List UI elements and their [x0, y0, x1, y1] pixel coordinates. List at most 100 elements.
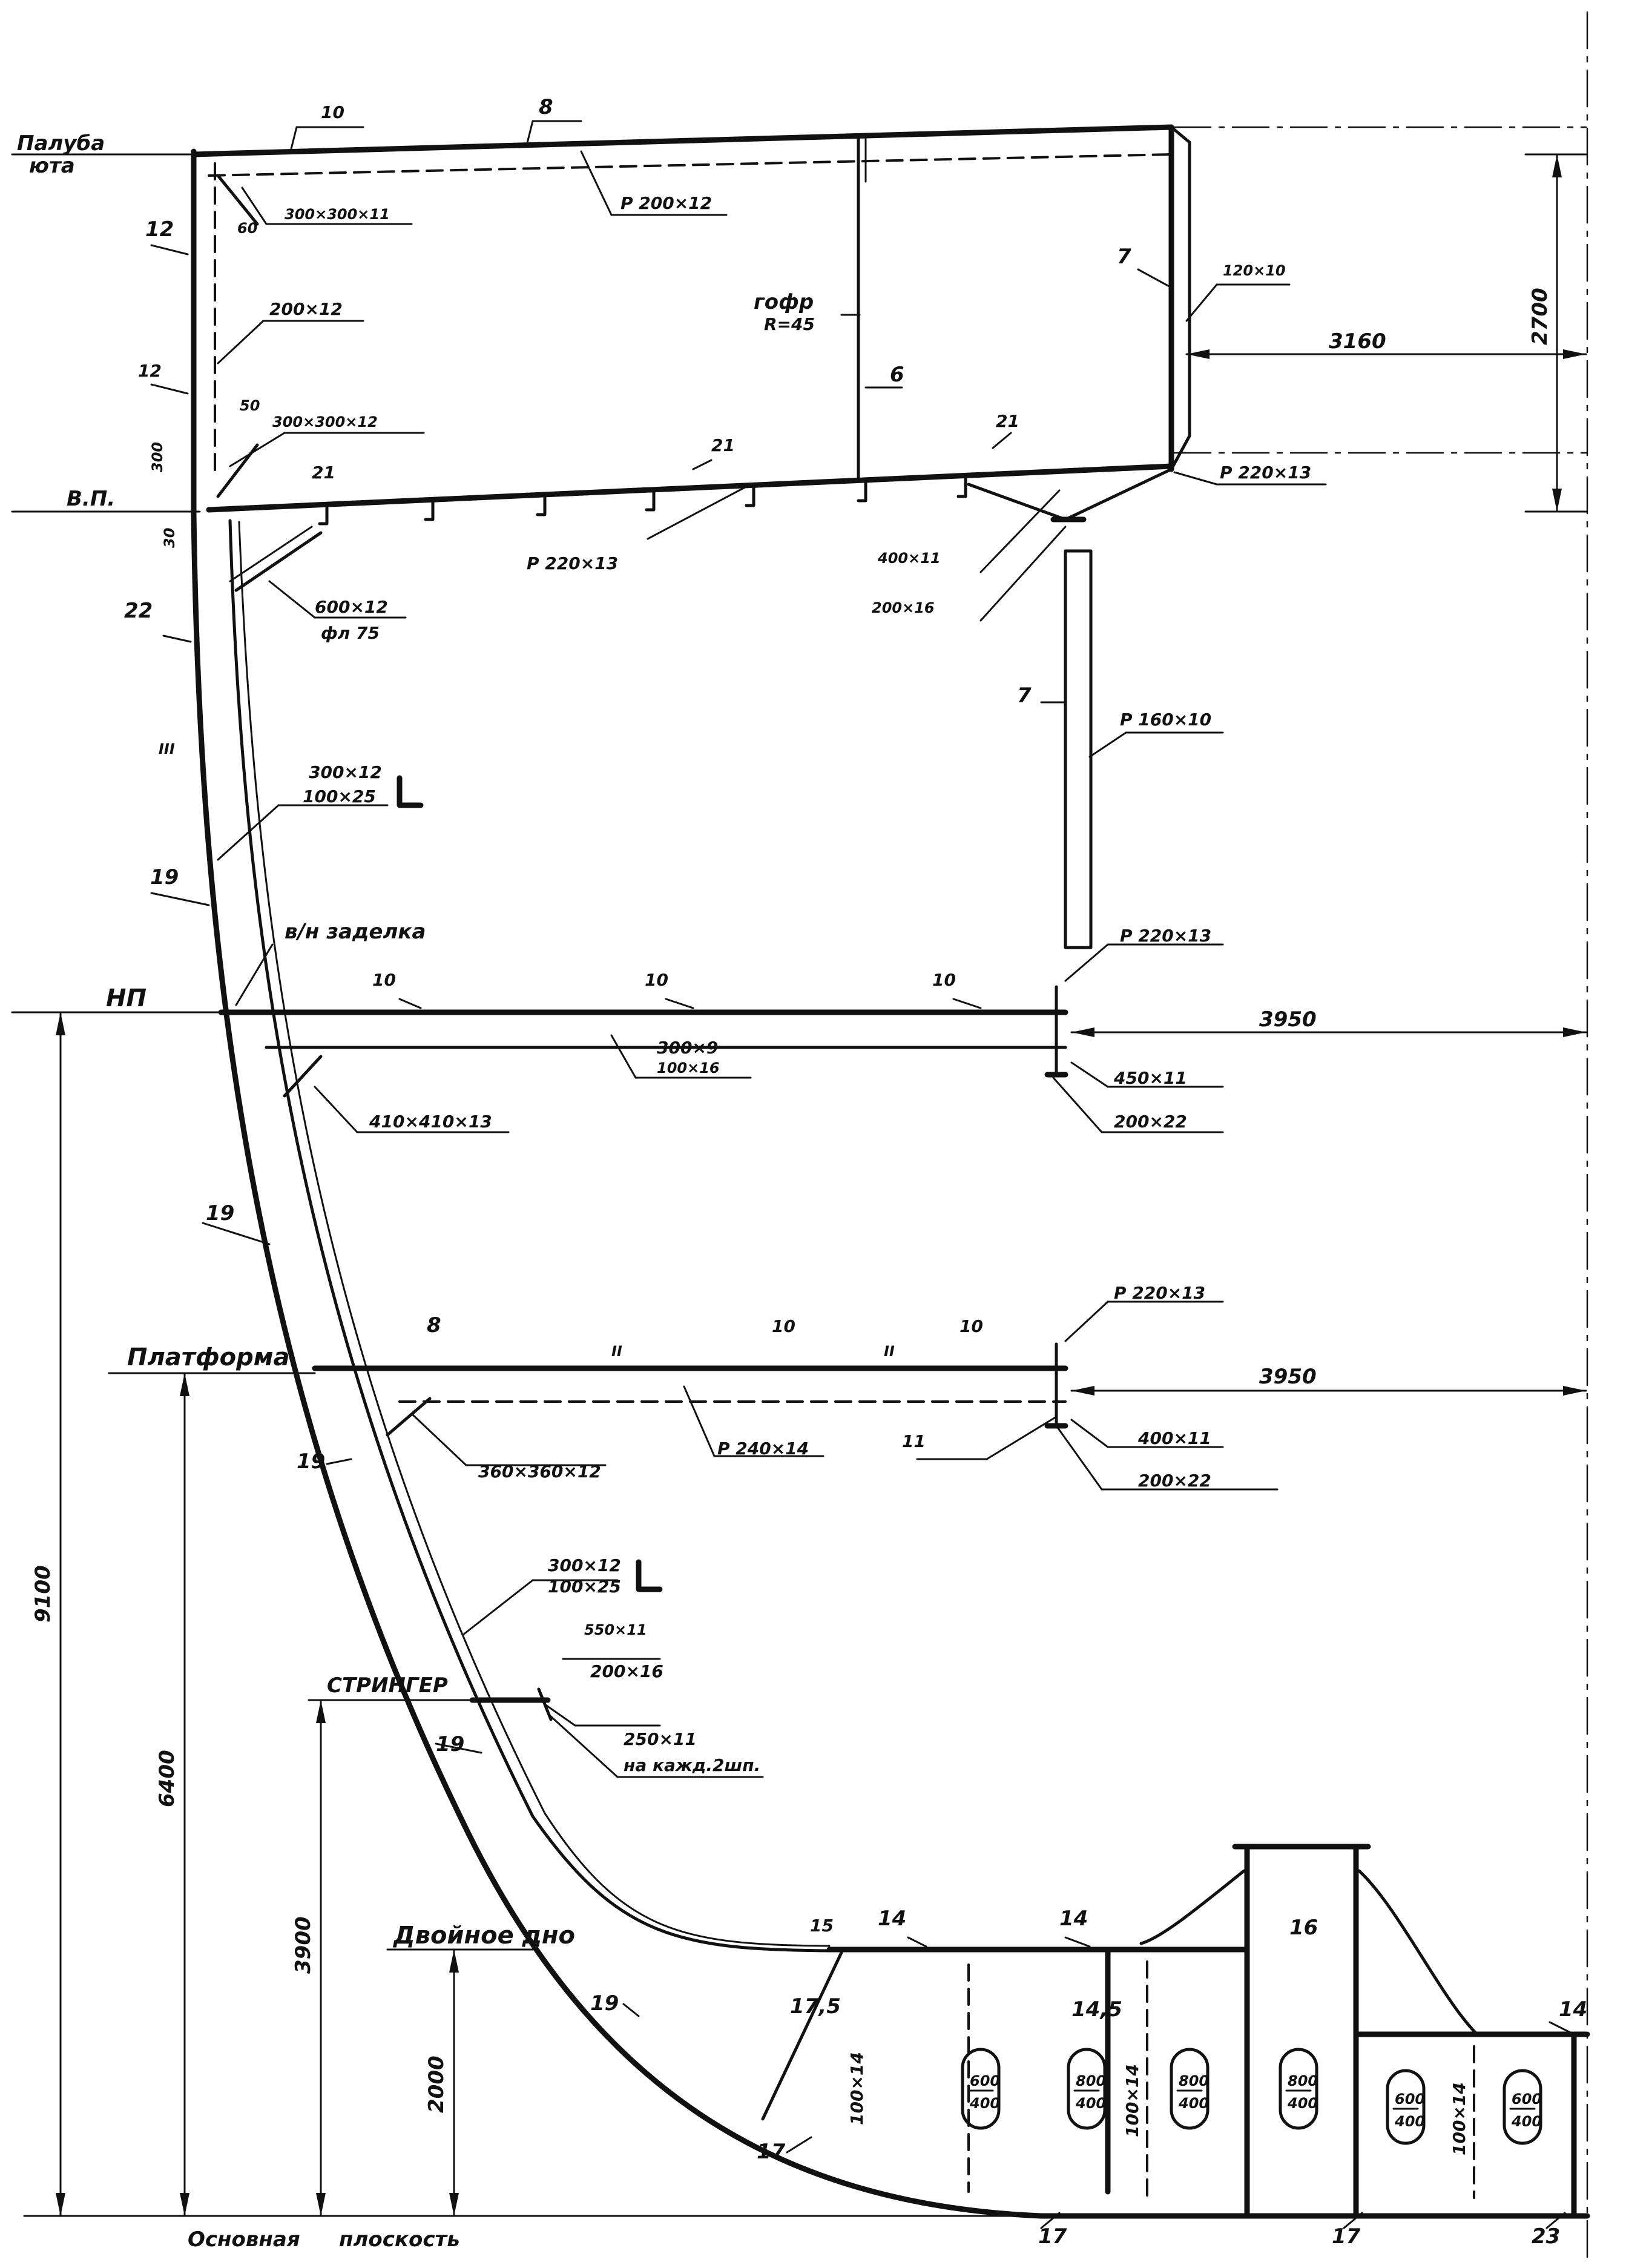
poop-deck-beam — [208, 153, 1173, 177]
label-200x16-top: 200×16 — [872, 599, 935, 616]
label-frame-web-top-1: 300×12 — [309, 762, 382, 782]
dim-300: 300 — [149, 442, 166, 472]
label-100x14-b: 100×14 — [1122, 2064, 1142, 2137]
label-21c: 21 — [996, 411, 1019, 431]
label-21a: 21 — [312, 463, 335, 483]
opening-1-num: 800 — [1076, 2072, 1106, 2089]
label-300x9: 300×9 — [657, 1038, 718, 1058]
label-450x11: 450×11 — [1113, 1068, 1187, 1088]
tee-section-symbol-top — [397, 775, 424, 808]
bracket-17-5 — [761, 1951, 843, 2121]
dim-50: 50 — [240, 397, 260, 414]
opening-3-den: 400 — [1287, 2095, 1318, 2112]
label-10-pl-b: 10 — [959, 1316, 983, 1336]
label-10-np-a: 10 — [372, 970, 396, 990]
opening-5 — [1503, 2069, 1542, 2145]
bracket-360x360 — [386, 1397, 432, 1437]
label-8-top: 8 — [539, 95, 553, 119]
label-10-np-c: 10 — [932, 970, 956, 990]
label-zadelka: в/н заделка — [285, 920, 426, 944]
label-10-top: 10 — [321, 102, 344, 122]
label-bracket-300x300x12: 300×300×12 — [272, 414, 378, 430]
dim-60: 60 — [237, 220, 257, 237]
level-poop-deck-line1: Палуба — [17, 131, 105, 156]
label-fb-240x14: Р 240×14 — [717, 1439, 809, 1459]
opening-3 — [1279, 2048, 1318, 2130]
dim-30: 30 — [161, 528, 178, 548]
bracket-410x410 — [283, 1055, 323, 1098]
dim-6400: 6400 — [155, 1750, 179, 1807]
opening-5-den: 400 — [1511, 2113, 1542, 2130]
leader-lines — [150, 120, 1575, 2229]
bracket-600x12 — [234, 531, 323, 592]
label-360x360x12: 360×360×12 — [478, 1462, 601, 1482]
dimension-3950-np — [1070, 1027, 1587, 1037]
label-200x12: 200×12 — [269, 299, 343, 319]
opening-2-den: 400 — [1178, 2095, 1209, 2112]
deck-longitudinals — [318, 476, 967, 526]
level-lower-deck: НП — [106, 984, 146, 1012]
label-16: 16 — [1289, 1916, 1318, 1940]
mid-bulkhead-stiffener — [1064, 549, 1093, 949]
level-base-line2: плоскость — [339, 2227, 460, 2252]
label-gofr-line1: гофр — [754, 290, 814, 314]
label-17a: 17 — [757, 2140, 786, 2164]
label-12a: 12 — [145, 217, 174, 242]
label-19a: 19 — [150, 865, 179, 889]
label-frame-web-low-1: 300×12 — [548, 1555, 621, 1575]
lower-deck-np — [218, 985, 1068, 1098]
label-bracket-300x300x11: 300×300×11 — [285, 206, 390, 223]
label-10-np-b: 10 — [645, 970, 668, 990]
label-11: 11 — [902, 1431, 926, 1451]
frame-flange — [238, 521, 831, 1947]
label-7-mid: 7 — [1017, 684, 1032, 708]
dimension-9100 — [56, 1011, 65, 2217]
poop-bottom-deck — [206, 463, 1174, 513]
label-19d: 19 — [436, 1732, 464, 1756]
label-14c: 14 — [1559, 1997, 1587, 2022]
label-14a: 14 — [878, 1907, 906, 1931]
label-14-5: 14,5 — [1071, 1997, 1122, 2022]
label-fb-220x13-np: Р 220×13 — [1120, 926, 1211, 946]
label-400x11-pl: 400×11 — [1137, 1428, 1211, 1448]
level-double-bottom: Двойное дно — [392, 1922, 575, 1950]
label-10-pl-a: 10 — [772, 1316, 795, 1336]
dim-9100: 9100 — [31, 1565, 55, 1623]
label-100x16: 100×16 — [657, 1060, 720, 1076]
opening-1-den: 400 — [1075, 2095, 1106, 2112]
dim-2700: 2700 — [1528, 288, 1552, 345]
platform-deck — [312, 1342, 1068, 1437]
opening-5-num: 600 — [1512, 2091, 1542, 2108]
dimension-2000 — [449, 1948, 459, 2217]
label-17c: 17 — [1332, 2224, 1361, 2249]
label-600x12: 600×12 — [315, 597, 388, 617]
label-gofr-line2: R=45 — [764, 314, 815, 334]
dimension-2700 — [1524, 153, 1587, 513]
label-na-kazhd: на кажд.2шп. — [624, 1755, 760, 1775]
label-100x14-c: 100×14 — [1449, 2082, 1469, 2155]
opening-3-num: 800 — [1288, 2072, 1318, 2089]
opening-labels: 600 400 800 400 800 400 800 400 600 400 … — [967, 2072, 1542, 2130]
opening-0 — [961, 2048, 1001, 2130]
girder-under-poop — [967, 467, 1173, 521]
label-fa75: фл 75 — [321, 623, 380, 643]
label-19c: 19 — [297, 1449, 325, 1474]
label-12b: 12 — [138, 361, 162, 381]
label-fb-220x13-right: Р 220×13 — [1220, 463, 1311, 483]
level-stringer: СТРИНГЕР — [327, 1673, 448, 1698]
hull-shell-outer — [191, 510, 1044, 2219]
label-23: 23 — [1532, 2224, 1560, 2249]
opening-0-den: 400 — [969, 2095, 1000, 2112]
label-17b: 17 — [1038, 2224, 1067, 2249]
bulkhead-bracket-left — [1139, 1869, 1246, 1945]
label-fb-220x13-mid: Р 220×13 — [527, 553, 618, 573]
roman-mark-3: III — [159, 740, 175, 757]
label-frame-web-low-2: 100×25 — [548, 1577, 621, 1597]
hull-frame-inner — [228, 519, 831, 1953]
roman-mark-2: II — [884, 1343, 895, 1360]
label-frame-web-top-2: 100×25 — [303, 786, 376, 806]
label-8-pl: 8 — [427, 1313, 441, 1337]
dim-3900: 3900 — [291, 1916, 315, 1974]
label-fb-200x12-top: Р 200×12 — [620, 193, 712, 213]
